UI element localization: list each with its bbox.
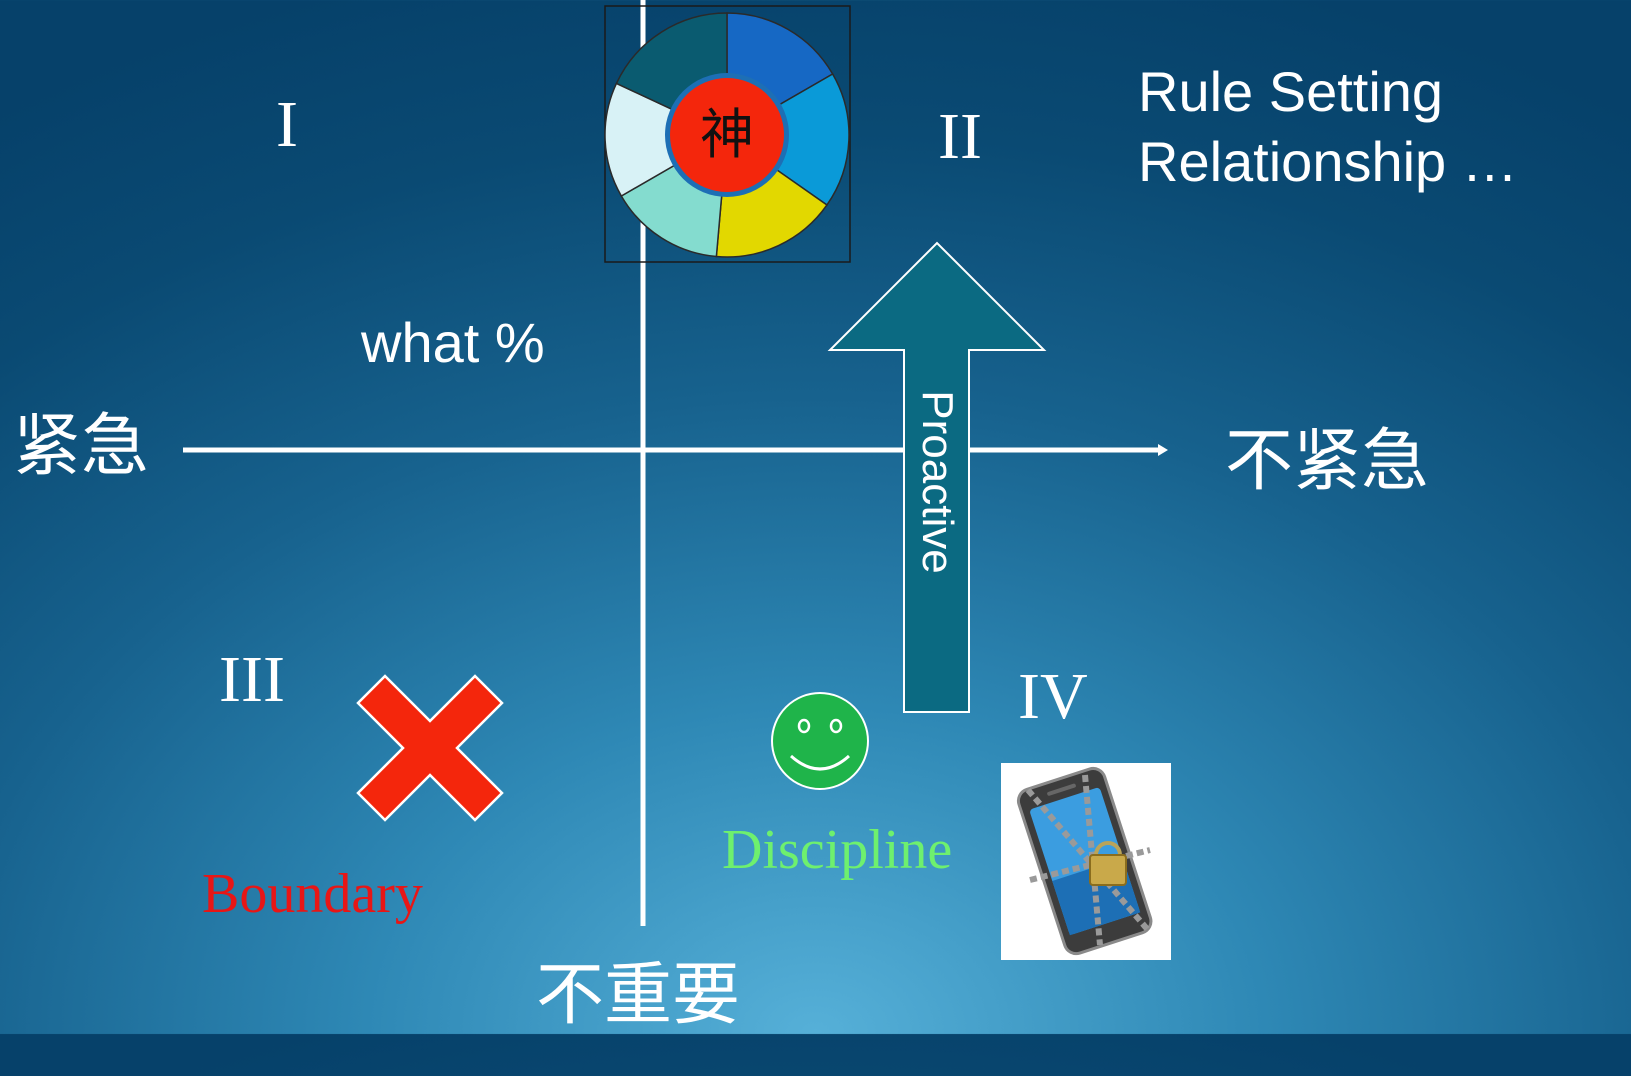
rule-setting-text: Rule Setting: [1138, 60, 1444, 123]
wheel-center: [670, 78, 784, 192]
horizontal-axis-arrowhead: [1158, 444, 1168, 456]
axis-left-label: 紧急: [13, 407, 150, 486]
quadrant-3-label: III: [219, 643, 285, 716]
locked-phone-icon: [1001, 763, 1171, 960]
quadrant-diagram: [356, 5, 1171, 960]
smiley-face-icon: [771, 692, 869, 790]
proactive-label: Proactive: [913, 390, 962, 574]
quadrant-1-label: I: [276, 88, 298, 161]
proactive-arrow: [827, 241, 1047, 713]
relationship-text: Relationship …: [1138, 130, 1518, 193]
cross-icon: [356, 674, 504, 822]
boundary-label: Boundary: [202, 863, 423, 925]
quadrant-4-label: IV: [1018, 660, 1088, 733]
priority-wheel-icon: [604, 5, 851, 263]
quadrant-2-label: II: [938, 100, 982, 173]
discipline-label: Discipline: [722, 819, 953, 881]
what-percent-text: what %: [361, 311, 545, 374]
axis-right-label: 不紧急: [1225, 422, 1430, 501]
axis-bottom-label: 不重要: [536, 956, 741, 1035]
wheel-center-label: 神: [700, 103, 754, 166]
